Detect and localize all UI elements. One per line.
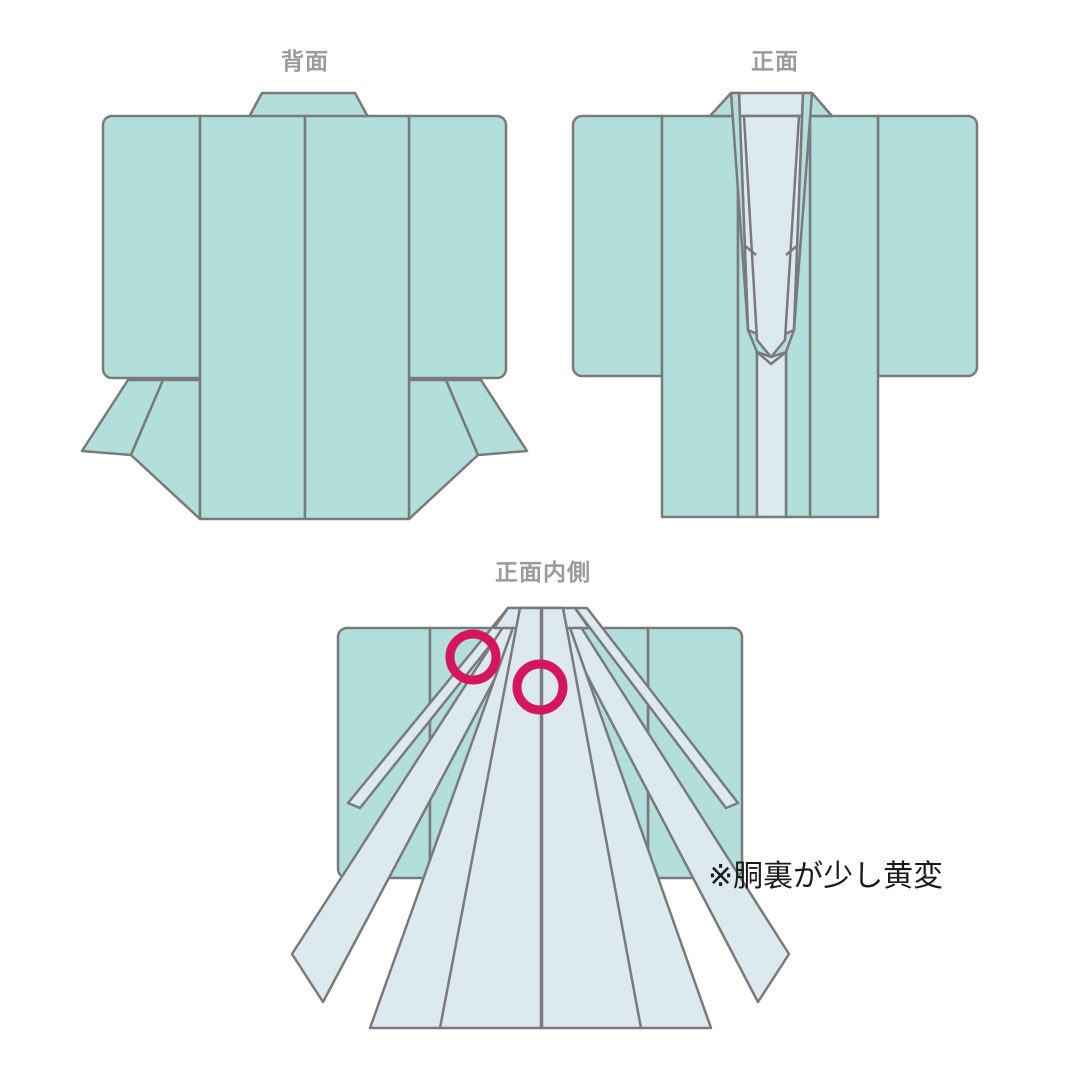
front-left-collar-band bbox=[729, 91, 773, 359]
kimono-back-view bbox=[80, 91, 529, 521]
view-label-front: 正面 bbox=[751, 48, 799, 74]
front-collar-top-band bbox=[737, 91, 805, 118]
front-left-collar-notch bbox=[743, 244, 757, 256]
back-right-body-panel bbox=[303, 114, 411, 521]
defect-marker-1 bbox=[445, 629, 501, 685]
back-right-skirt-outer bbox=[444, 378, 529, 457]
front-right-collar-band bbox=[769, 91, 814, 359]
back-collar-tab bbox=[247, 91, 370, 119]
front-left-sleeve bbox=[571, 114, 664, 378]
front-center-lining-strip bbox=[755, 350, 788, 519]
front-left-body-panel bbox=[660, 114, 740, 519]
front-neck-v-lining bbox=[742, 114, 801, 359]
kimono-front-view bbox=[571, 91, 979, 519]
inside-far-right-lining-flap bbox=[573, 606, 740, 810]
front-right-collar-notch bbox=[785, 244, 799, 256]
front-right-sleeve bbox=[876, 114, 979, 378]
front-right-body-panel bbox=[808, 114, 880, 519]
view-label-front-inside: 正面内側 bbox=[495, 559, 591, 585]
condition-note: ※胴裏が少し黄変 bbox=[708, 859, 944, 894]
kimono-front-inside-view bbox=[290, 606, 791, 1030]
back-left-sleeve bbox=[101, 114, 202, 380]
back-right-sleeve bbox=[407, 114, 508, 380]
defect-marker-2 bbox=[512, 659, 568, 715]
back-left-body-panel bbox=[198, 114, 307, 521]
view-label-back: 背面 bbox=[281, 48, 329, 74]
